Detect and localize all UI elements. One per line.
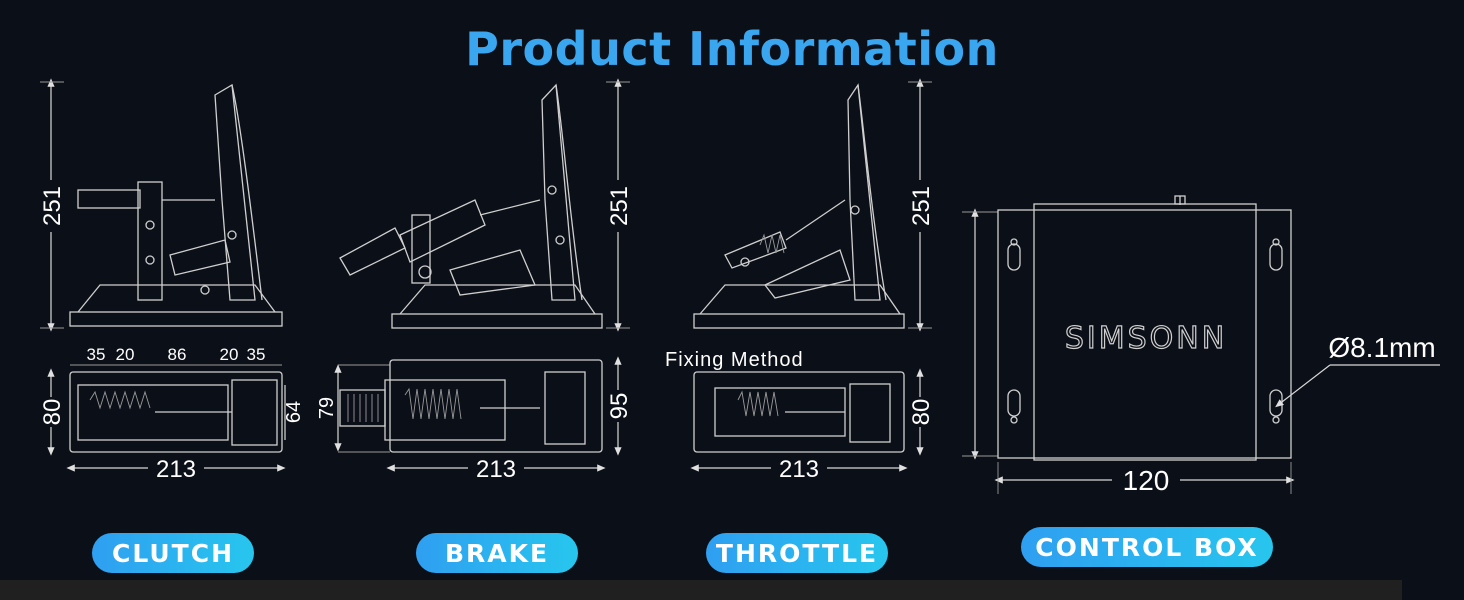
svg-text:20: 20 xyxy=(220,345,239,364)
svg-text:20: 20 xyxy=(116,345,135,364)
simsonn-logo: SIMSONN xyxy=(1065,321,1227,356)
control-box-view: SIMSONN Ø8.1mm 120 xyxy=(962,195,1440,496)
brake-top-view: 79 95 213 xyxy=(316,356,633,483)
throttle-height-dim: 251 xyxy=(908,186,935,226)
svg-text:80: 80 xyxy=(908,399,935,426)
brake-label: BRAKE xyxy=(416,533,578,573)
control-box-label: CONTROL BOX xyxy=(1021,527,1273,567)
page-title: Product Information xyxy=(465,22,999,76)
svg-text:64: 64 xyxy=(283,401,305,423)
brake-side-view: 251 xyxy=(339,78,633,332)
clutch-top-view: 35 20 86 20 35 80 64 213 xyxy=(38,345,305,483)
clutch-label: CLUTCH xyxy=(92,533,254,573)
clutch-side-view: 251 xyxy=(38,78,283,332)
svg-text:79: 79 xyxy=(316,397,338,419)
clutch-length-dim: 213 xyxy=(156,456,196,483)
svg-text:95: 95 xyxy=(606,393,633,420)
clutch-height-dim: 251 xyxy=(39,186,66,226)
svg-text:86: 86 xyxy=(168,345,187,364)
fixing-method-label: Fixing Method xyxy=(665,349,804,371)
throttle-label: THROTTLE xyxy=(706,533,888,573)
throttle-side-view: 251 xyxy=(693,78,935,332)
svg-text:35: 35 xyxy=(247,345,266,364)
brake-length-dim: 213 xyxy=(476,456,516,483)
throttle-top-view: 80 213 xyxy=(690,368,935,483)
svg-text:35: 35 xyxy=(87,345,106,364)
brake-height-dim: 251 xyxy=(606,186,633,226)
control-box-length-dim: 120 xyxy=(1123,465,1170,496)
bottom-band xyxy=(0,580,1402,600)
svg-text:80: 80 xyxy=(39,399,66,426)
throttle-length-dim: 213 xyxy=(779,456,819,483)
hole-diameter-dim: Ø8.1mm xyxy=(1328,332,1435,363)
